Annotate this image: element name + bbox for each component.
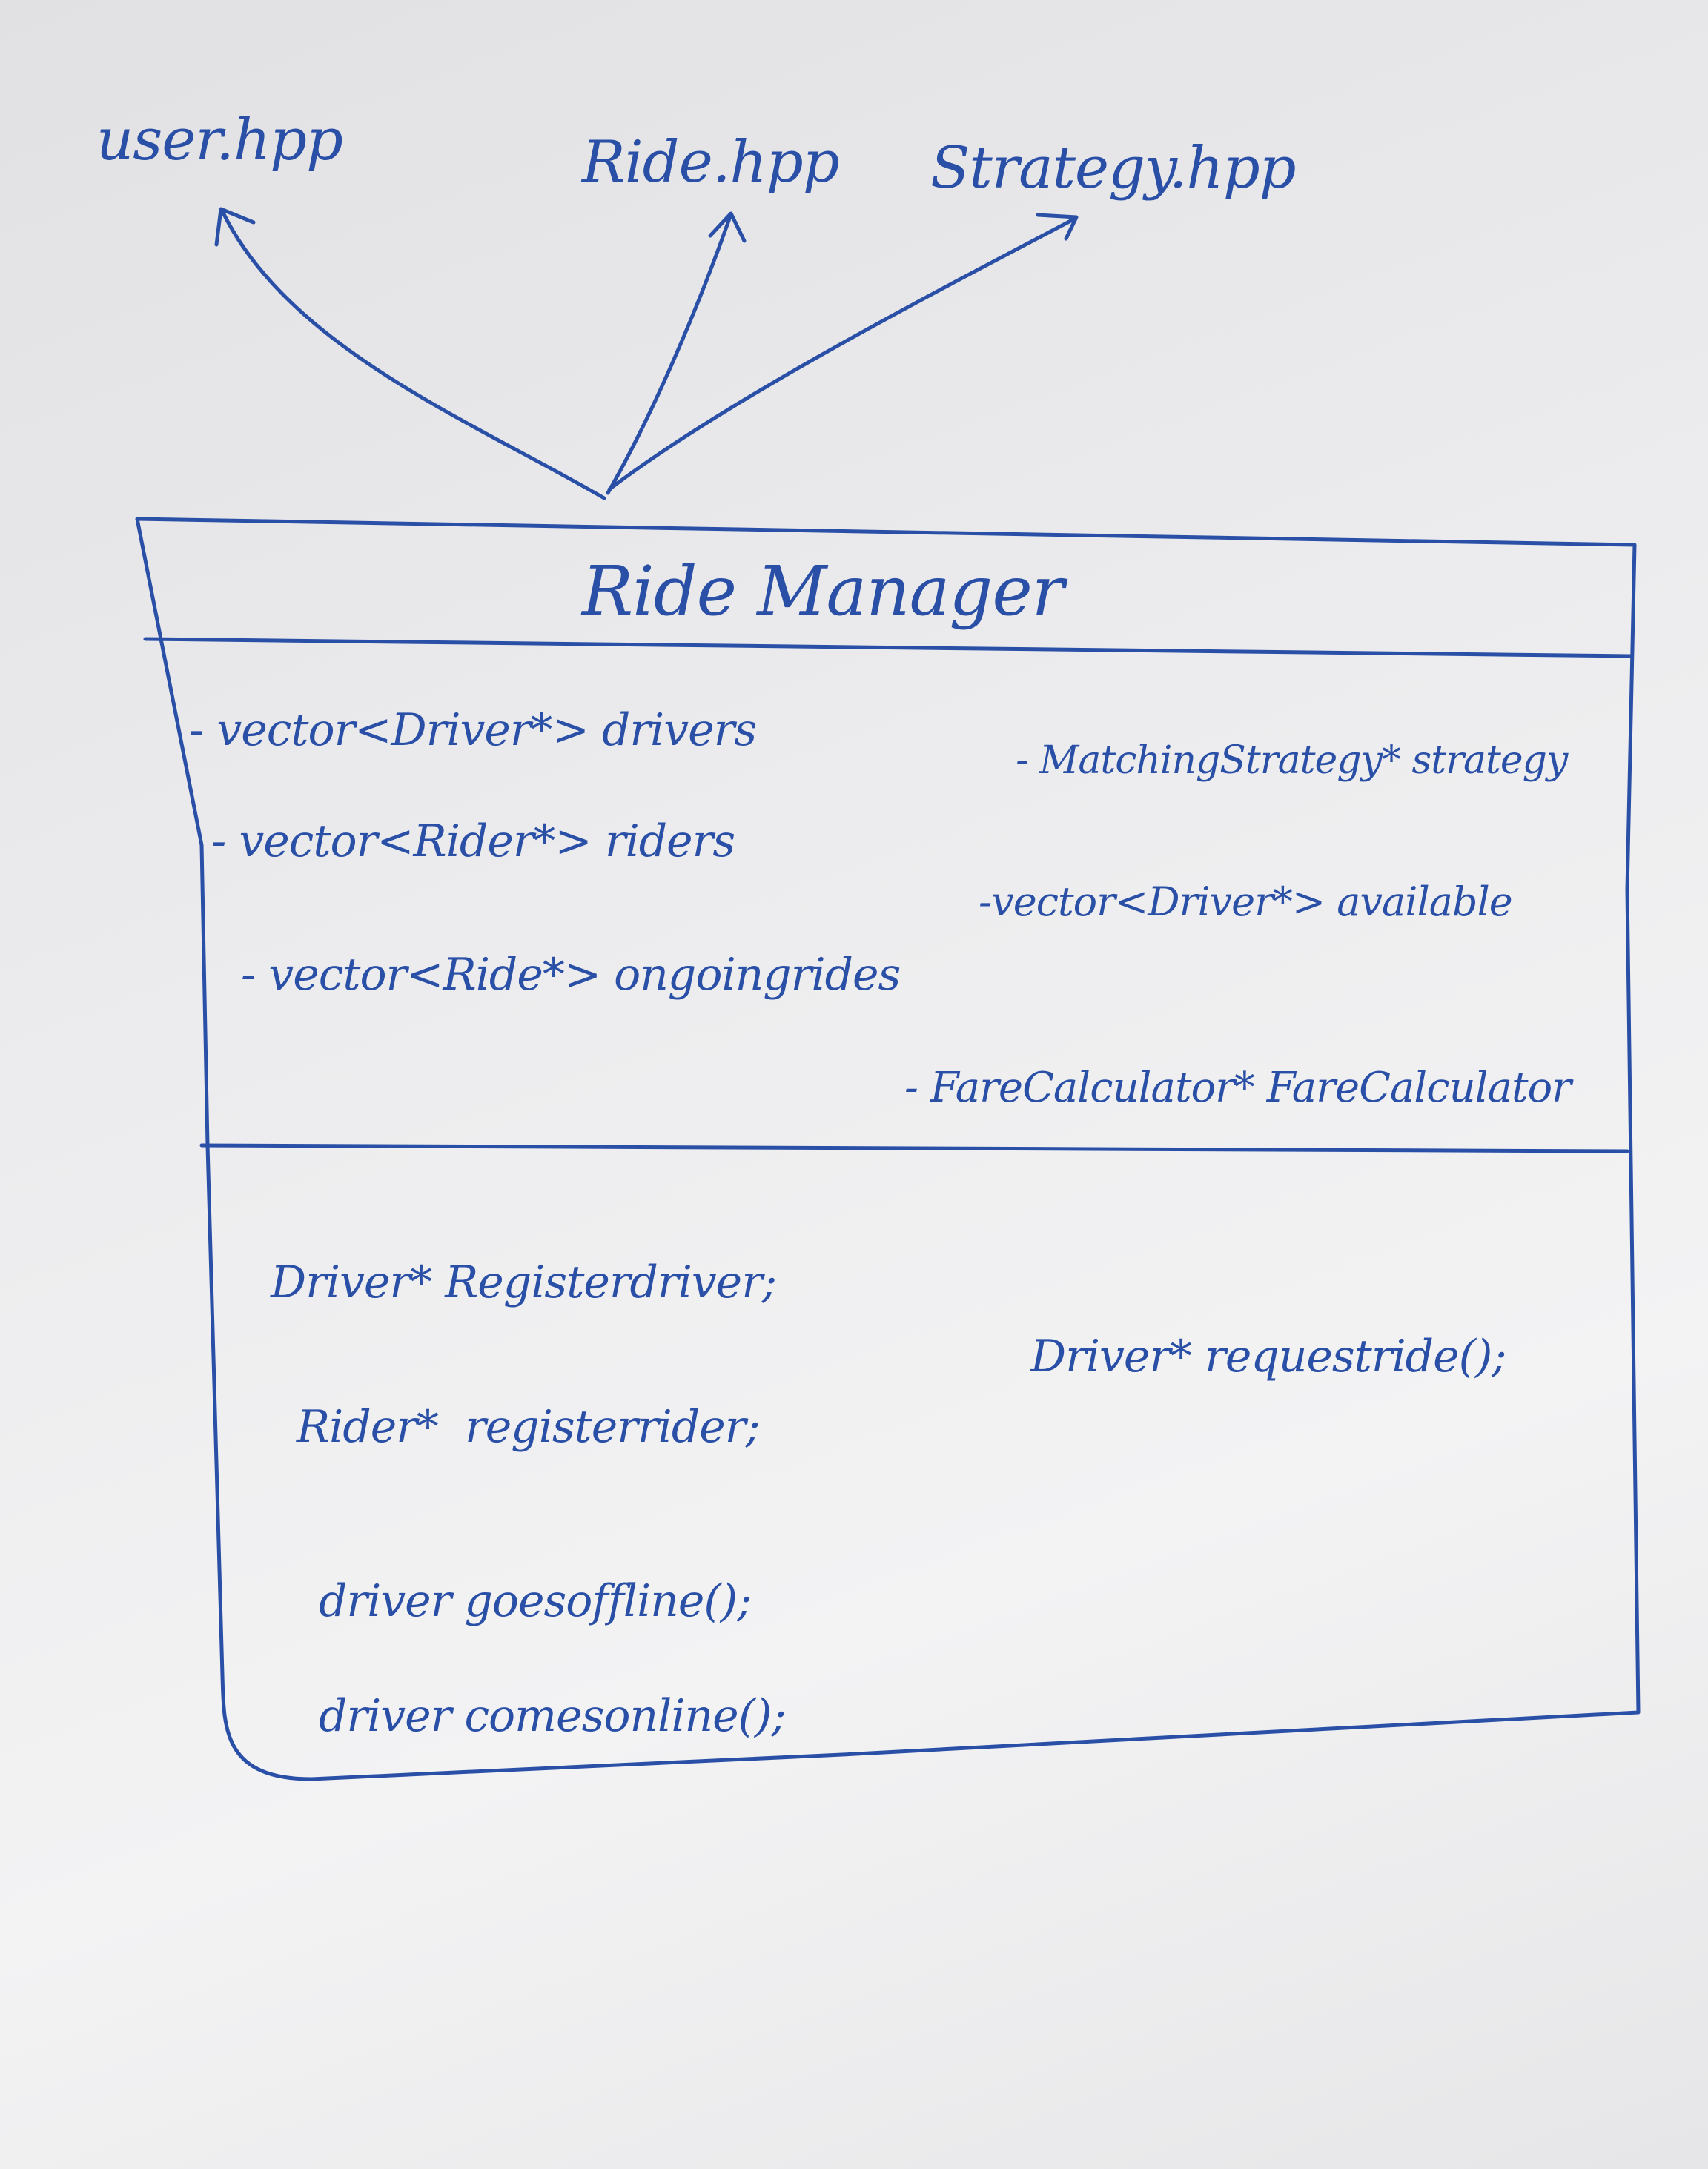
arrow-to-strategy-hpp (607, 216, 1077, 491)
attribute-fare-calculator: - FareCalculator* FareCalculator (904, 1064, 1572, 1112)
arrow-to-user-hpp (220, 209, 606, 500)
attribute-riders: - vector<Rider*> riders (211, 815, 735, 867)
class-name: Ride Manager (582, 552, 1065, 631)
arrow-head-strategy-hpp (1036, 213, 1079, 241)
class-box-outline (135, 517, 1641, 1781)
arrow-head-ride-hpp (708, 211, 747, 243)
attributes-methods-separator (199, 1143, 1629, 1153)
method-request-ride: Driver* requestride(); (1030, 1331, 1507, 1382)
method-comes-online: driver comesonline(); (319, 1690, 787, 1742)
attribute-available: -vector<Driver*> available (979, 878, 1513, 925)
title-separator (143, 637, 1633, 658)
dependency-ride-hpp: Ride.hpp (582, 129, 840, 196)
dependency-user-hpp: user.hpp (96, 107, 343, 173)
attribute-strategy: - MatchingStrategy* strategy (1016, 738, 1568, 783)
dependency-strategy-hpp: Strategy.hpp (930, 135, 1297, 202)
arrow-head-user-hpp (214, 207, 256, 247)
method-register-driver: Driver* Registerdriver; (271, 1256, 777, 1308)
attribute-ongoing-rides: - vector<Ride*> ongoingrides (241, 949, 901, 1001)
method-register-rider: Rider* registerrider; (297, 1401, 761, 1453)
arrow-to-ride-hpp (606, 214, 732, 495)
attribute-drivers: - vector<Driver*> drivers (189, 704, 757, 756)
method-goes-offline: driver goesoffline(); (319, 1575, 752, 1627)
